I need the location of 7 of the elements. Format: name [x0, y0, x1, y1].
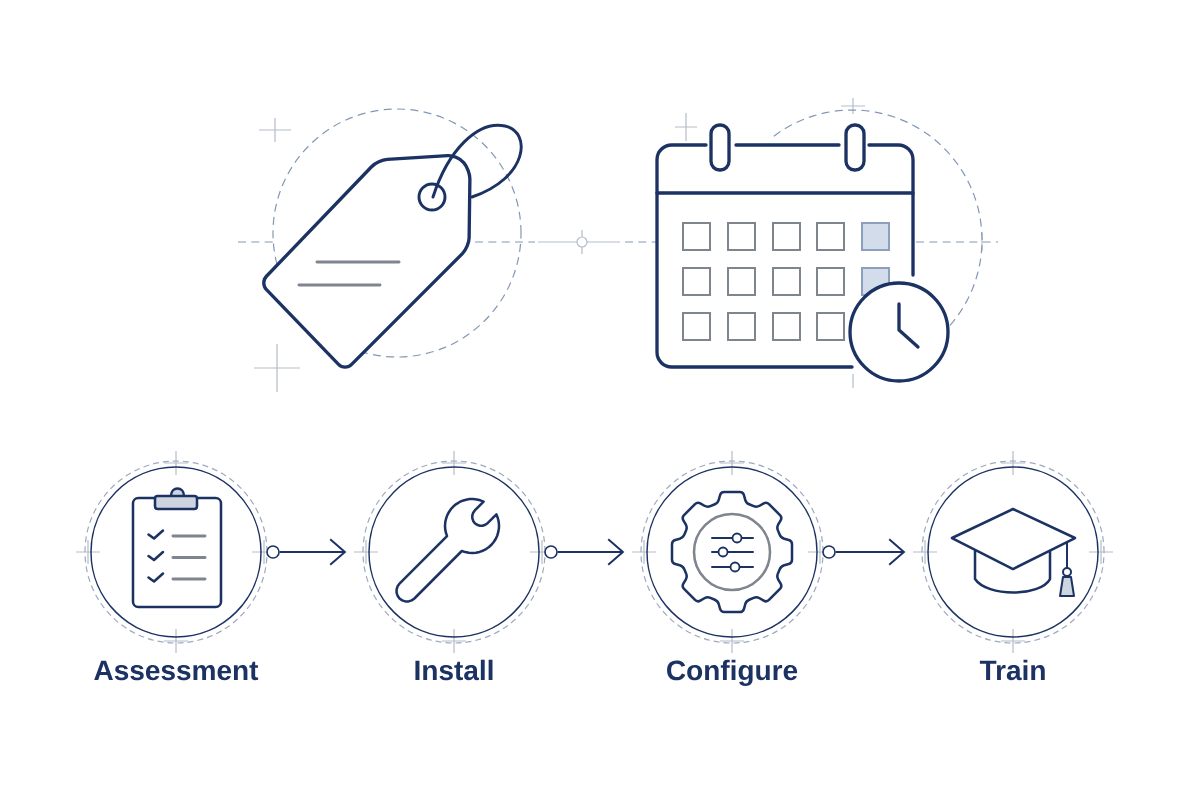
arrow [278, 538, 347, 566]
step-label: Install [415, 659, 493, 681]
step-label: Assessment [94, 660, 259, 681]
arrow [556, 538, 625, 566]
step-label: Train [979, 659, 1045, 681]
arrow [834, 538, 906, 566]
step-label: Configure [667, 659, 798, 686]
